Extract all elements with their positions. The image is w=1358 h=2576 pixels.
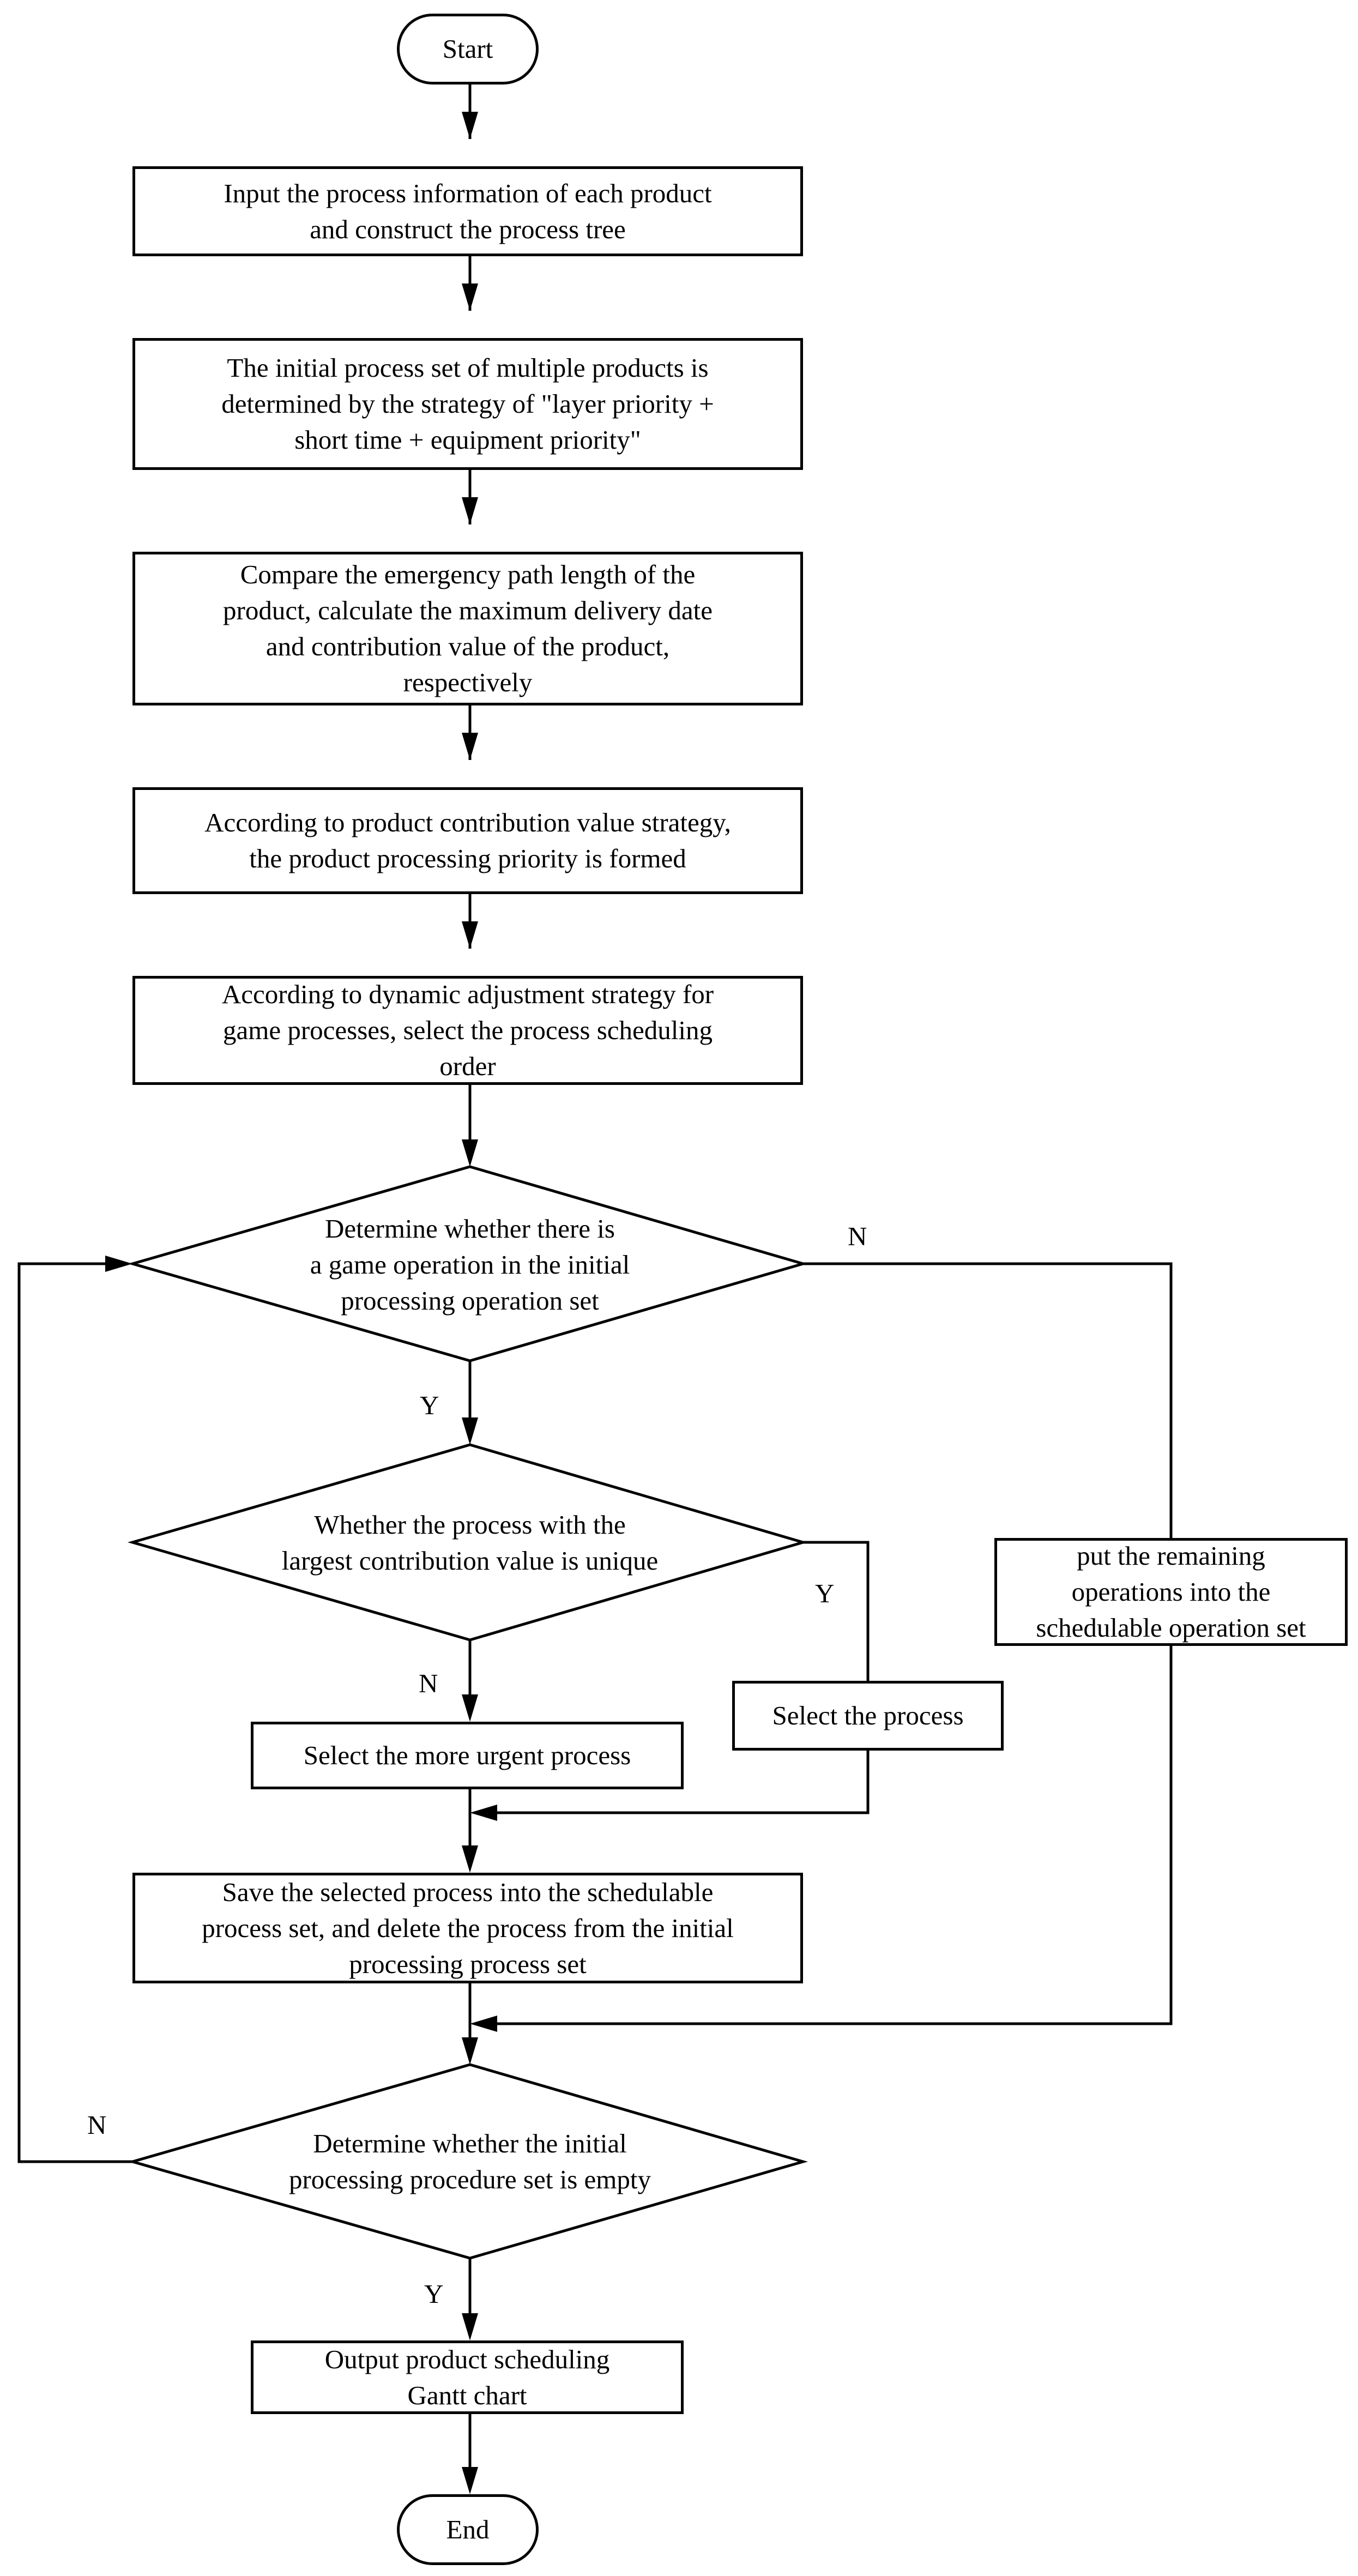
- connector-unique-yes: [803, 1541, 870, 1681]
- select-process-step: Select the process: [732, 1681, 1004, 1751]
- connector-select-merge: [497, 1751, 870, 1814]
- decision-unique: Whether the process with the largest con…: [281, 1510, 659, 1576]
- arrowhead: [462, 1845, 478, 1873]
- arrowhead: [462, 2467, 478, 2494]
- arrowhead: [462, 1694, 478, 1722]
- save-process-step: Save the selected process into the sched…: [132, 1873, 803, 1983]
- initial-set-step: The initial process set of multiple prod…: [132, 338, 803, 470]
- arrowheads: [105, 112, 497, 2494]
- compare-path-step: Compare the emergency path length of the…: [132, 552, 803, 705]
- label-game-yes: Y: [420, 1390, 439, 1420]
- label-empty-yes: Y: [424, 2279, 444, 2309]
- arrowhead: [462, 2037, 478, 2065]
- dynamic-adjust-step: According to dynamic adjustment strategy…: [132, 976, 803, 1085]
- arrowhead: [462, 497, 478, 524]
- start-terminal: Start: [397, 14, 539, 85]
- label-game-no: N: [848, 1221, 867, 1251]
- label-unique-no: N: [419, 1668, 438, 1698]
- input-process-step: Input the process information of each pr…: [132, 166, 803, 256]
- label-empty-no: N: [87, 2110, 107, 2140]
- arrowhead: [462, 112, 478, 139]
- arrowhead: [462, 1417, 478, 1445]
- connector-game-no: [803, 1262, 1173, 1538]
- label-unique-yes: Y: [815, 1578, 835, 1608]
- output-gantt-step: Output product scheduling Gantt chart: [251, 2340, 684, 2414]
- priority-step: According to product contribution value …: [132, 787, 803, 894]
- more-urgent-step: Select the more urgent process: [251, 1722, 684, 1789]
- arrowhead: [462, 733, 478, 760]
- end-terminal: End: [397, 2494, 539, 2565]
- arrowhead: [462, 1139, 478, 1167]
- decision-empty: Determine whether the initial processing…: [288, 2128, 651, 2194]
- decision-game-op: Determine whether there is a game operat…: [310, 1214, 630, 1316]
- arrowhead: [470, 1805, 497, 1821]
- arrowhead: [470, 2016, 497, 2032]
- remaining-operations-step: put the remaining operations into the sc…: [994, 1538, 1348, 1646]
- connector-empty-no-loop: [17, 1262, 132, 2163]
- arrowhead: [462, 2313, 478, 2340]
- arrowhead: [462, 283, 478, 311]
- arrowhead: [105, 1256, 132, 1272]
- connector-remaining-merge: [497, 1646, 1173, 2025]
- arrowhead: [462, 921, 478, 949]
